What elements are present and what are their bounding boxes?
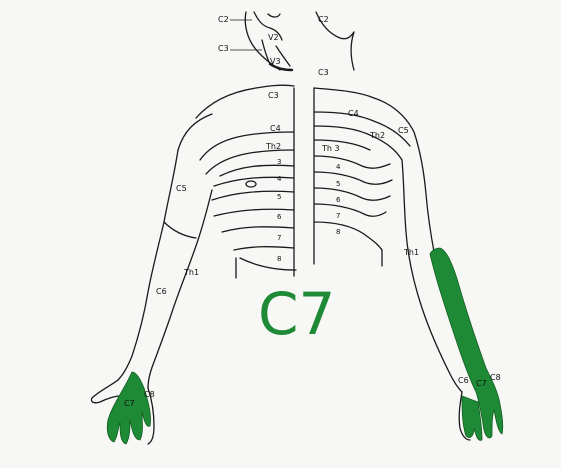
back-label-8: 8	[336, 228, 340, 236]
back-label-c3: C3	[318, 68, 329, 77]
front-thumb	[91, 380, 120, 403]
front-label-v3: V3	[270, 57, 281, 66]
front-rib-3	[220, 165, 294, 176]
front-shoulder-c3	[196, 85, 294, 118]
back-label-c4: C4	[348, 109, 359, 118]
front-label-th2: Th2	[265, 142, 281, 151]
diagram-title: C7	[258, 280, 335, 348]
back-rib-4	[314, 156, 390, 168]
back-rib-8	[314, 222, 382, 250]
front-label-c5: C5	[176, 184, 187, 193]
front-label-4: 4	[277, 175, 282, 183]
front-label-c7: C7	[124, 399, 135, 408]
front-label-v2: V2	[268, 33, 279, 42]
back-label-c8: C8	[490, 373, 501, 382]
back-label-th2: Th2	[369, 131, 385, 140]
front-label-7: 7	[277, 234, 281, 242]
front-rib-6	[214, 209, 294, 216]
back-label-4: 4	[336, 163, 341, 171]
front-arm-outer	[118, 150, 178, 380]
back-label-c7: C7	[476, 379, 487, 388]
back-label-c2: C2	[318, 15, 329, 24]
back-rib-7	[314, 204, 386, 216]
front-c5-boundary	[164, 222, 196, 238]
back-label-5: 5	[336, 180, 340, 188]
front-label-3: 3	[277, 158, 281, 166]
front-label-c2: C2	[218, 15, 229, 24]
back-rib-5	[314, 172, 392, 184]
back-label-c5: C5	[398, 126, 409, 135]
back-th2-line	[314, 126, 402, 160]
front-label-c6: C6	[156, 287, 167, 296]
front-label-8: 8	[277, 255, 281, 263]
front-rib-5	[212, 191, 294, 200]
front-label-c3: C3	[218, 44, 229, 53]
front-rib-8	[234, 247, 294, 250]
front-label-5: 5	[277, 193, 281, 201]
front-label-c8: C8	[144, 390, 155, 399]
front-label-c3-chest: C3	[268, 91, 279, 100]
body-contours	[91, 12, 498, 444]
back-label-th1: Th1	[403, 248, 419, 257]
back-neck-line	[351, 32, 354, 70]
back-label-c6: C6	[458, 376, 469, 385]
front-rib-7	[222, 227, 294, 232]
front-ear	[268, 14, 280, 17]
front-label-6: 6	[277, 213, 282, 221]
front-nipple	[246, 181, 256, 187]
front-shoulder-outer	[178, 114, 212, 150]
back-rib-6	[314, 188, 390, 200]
back-label-7: 7	[336, 212, 340, 220]
back-label-th3: Th 3	[321, 144, 340, 153]
front-label-c4: C4	[270, 124, 281, 133]
front-lower-line	[240, 258, 296, 270]
back-label-6: 6	[336, 196, 341, 204]
front-labels: C2 C3 V2 V3 C3 C4 Th2 3 4 5 6 7 8 C5 Th1…	[124, 15, 282, 408]
front-label-th1: Th1	[183, 268, 199, 277]
